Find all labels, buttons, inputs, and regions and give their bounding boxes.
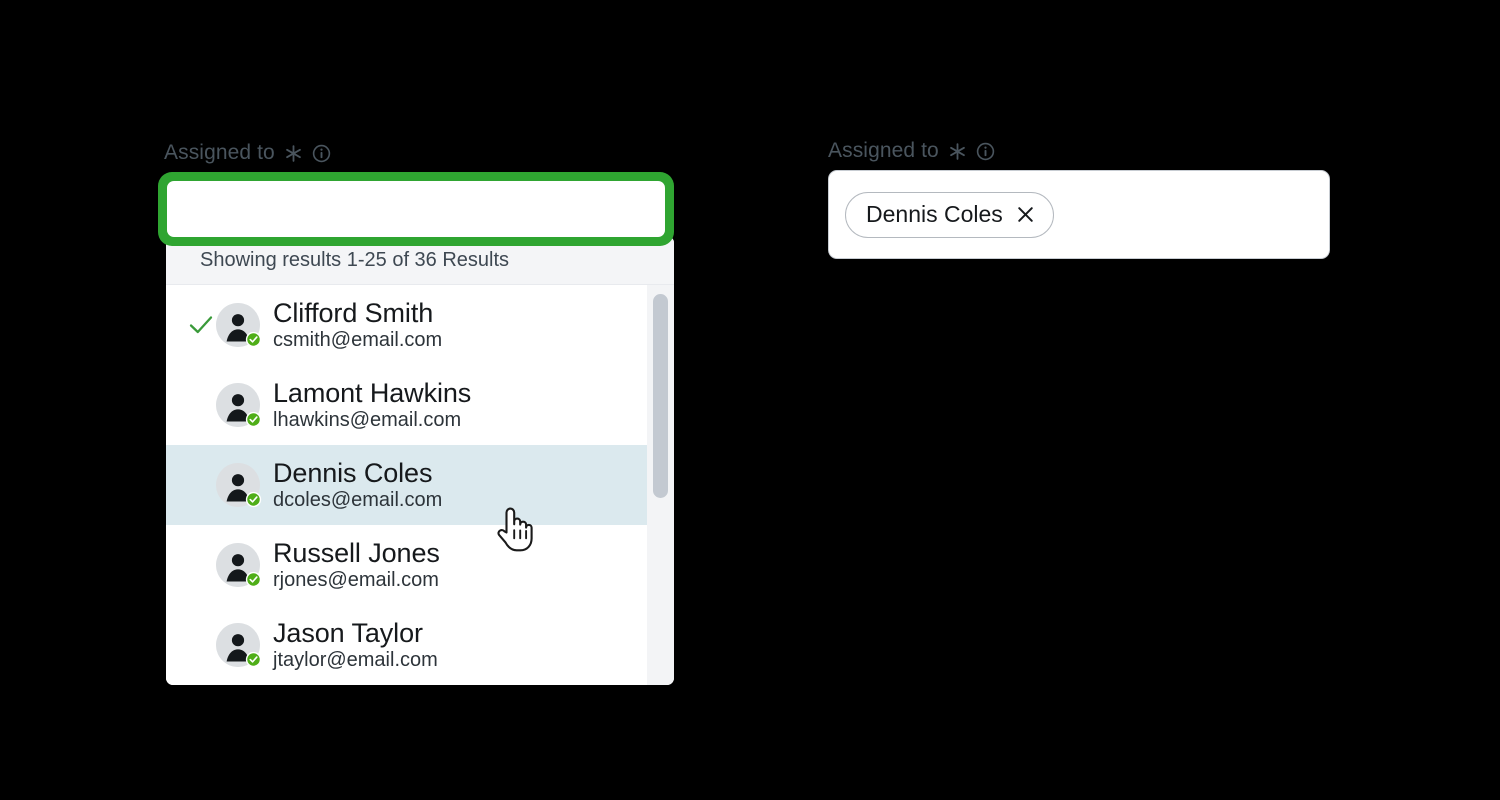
list-item[interactable]: Dennis Coles dcoles@email.com [166, 445, 647, 525]
assigned-to-combobox-filled: Assigned to Denn [828, 140, 1330, 259]
assigned-to-label-right: Assigned to [828, 140, 1330, 161]
verified-badge-icon [245, 411, 262, 428]
assigned-to-label-left: Assigned to [164, 142, 678, 163]
results-list-body: Clifford Smith csmith@email.com [166, 285, 674, 685]
list-item-name: Dennis Coles [273, 457, 433, 488]
list-item-text: Lamont Hawkins lhawkins@email.com [273, 378, 471, 432]
assigned-to-token-field[interactable]: Dennis Coles [828, 170, 1330, 259]
assigned-to-combobox-open: Assigned to [158, 142, 678, 685]
list-item-email: csmith@email.com [273, 329, 443, 352]
close-icon[interactable] [1016, 205, 1035, 224]
check-icon [188, 312, 214, 338]
dropdown-scrollbar[interactable] [647, 285, 674, 685]
list-item-name: Lamont Hawkins [273, 377, 472, 408]
asterisk-icon [948, 142, 967, 161]
list-item[interactable]: Jason Taylor jtaylor@email.com [166, 605, 647, 685]
combobox-focus-ring [158, 172, 674, 246]
asterisk-icon [284, 144, 303, 163]
verified-badge-icon [245, 651, 262, 668]
list-item-email: lhawkins@email.com [273, 409, 462, 432]
list-item-email: dcoles@email.com [273, 489, 443, 512]
list-item-email: rjones@email.com [273, 569, 439, 592]
field-label-text: Assigned to [164, 141, 275, 164]
assigned-to-search-input[interactable] [167, 181, 665, 237]
results-dropdown: Showing results 1-25 of 36 Results [166, 236, 674, 685]
field-label-text: Assigned to [828, 139, 939, 162]
list-item-text: Dennis Coles dcoles@email.com [273, 458, 442, 512]
list-item-name: Jason Taylor [273, 617, 423, 648]
token-label: Dennis Coles [866, 201, 1003, 227]
dropdown-scrollbar-thumb[interactable] [653, 294, 668, 498]
avatar [216, 303, 262, 348]
list-item[interactable]: Clifford Smith csmith@email.com [166, 285, 647, 365]
list-item-name: Russell Jones [273, 537, 440, 568]
avatar [216, 543, 262, 588]
list-item-name: Clifford Smith [273, 297, 434, 328]
list-item-text: Jason Taylor jtaylor@email.com [273, 618, 438, 672]
info-icon[interactable] [976, 142, 995, 161]
avatar [216, 463, 262, 508]
verified-badge-icon [245, 491, 262, 508]
info-icon[interactable] [312, 144, 331, 163]
avatar [216, 623, 262, 668]
verified-badge-icon [245, 571, 262, 588]
avatar [216, 383, 262, 428]
verified-badge-icon [245, 331, 262, 348]
list-item[interactable]: Lamont Hawkins lhawkins@email.com [166, 365, 647, 445]
list-item-text: Russell Jones rjones@email.com [273, 538, 440, 592]
list-item-email: jtaylor@email.com [273, 649, 438, 672]
list-item-text: Clifford Smith csmith@email.com [273, 298, 442, 352]
list-item[interactable]: Russell Jones rjones@email.com [166, 525, 647, 605]
token-pill[interactable]: Dennis Coles [845, 191, 1054, 238]
results-list: Clifford Smith csmith@email.com [166, 285, 647, 685]
